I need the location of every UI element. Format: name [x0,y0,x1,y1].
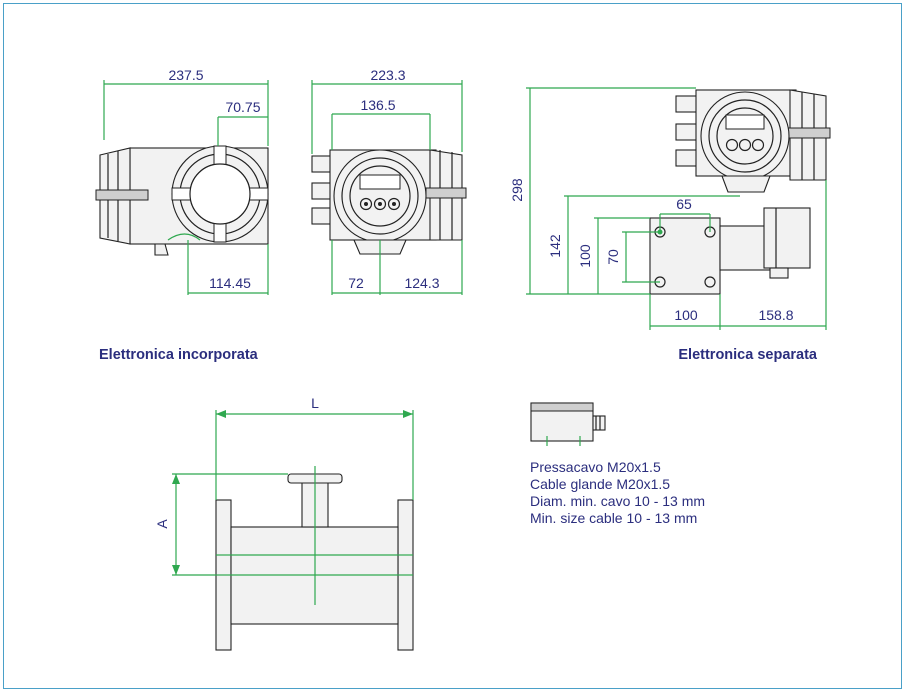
dim-bottom-right-separata: 158.8 [758,307,793,323]
dim-bottom-left-front: 72 [348,275,364,291]
dim-total-width-incorporata: 237.5 [168,67,203,83]
dim-top-width-separata: 65 [676,196,692,212]
cable-gland-icon [530,402,606,446]
cable-note-line-1: Pressacavo M20x1.5 [530,459,661,475]
caption-separata: Elettronica separata [678,347,818,363]
dim-bottom-width-incorporata: 114.45 [209,275,251,291]
caption-incorporata: Elettronica incorporata [99,347,259,363]
dim-height-inner-separata: 70 [605,249,621,265]
flow-tube [172,410,414,651]
cable-note-line-4: Min. size cable 10 - 13 mm [530,510,697,526]
dim-length-l: L [311,395,319,411]
cable-note-line-2: Cable glande M20x1.5 [530,476,670,492]
dim-total-height-separata: 298 [509,178,525,202]
view-separata [526,87,831,330]
dim-height-box-separata: 100 [577,244,593,268]
dim-right-offset: 70.75 [225,99,260,115]
view-incorporata [95,80,269,295]
dim-bottom-left-separata: 100 [674,307,698,323]
cable-note-line-3: Diam. min. cavo 10 - 13 mm [530,493,705,509]
dim-height-mid-separata: 142 [547,234,563,258]
dim-height-a: A [154,519,170,529]
view-front [311,80,467,295]
dim-total-width-front: 223.3 [370,67,405,83]
dim-top-width-front: 136.5 [360,97,395,113]
dim-bottom-right-front: 124.3 [404,275,439,291]
